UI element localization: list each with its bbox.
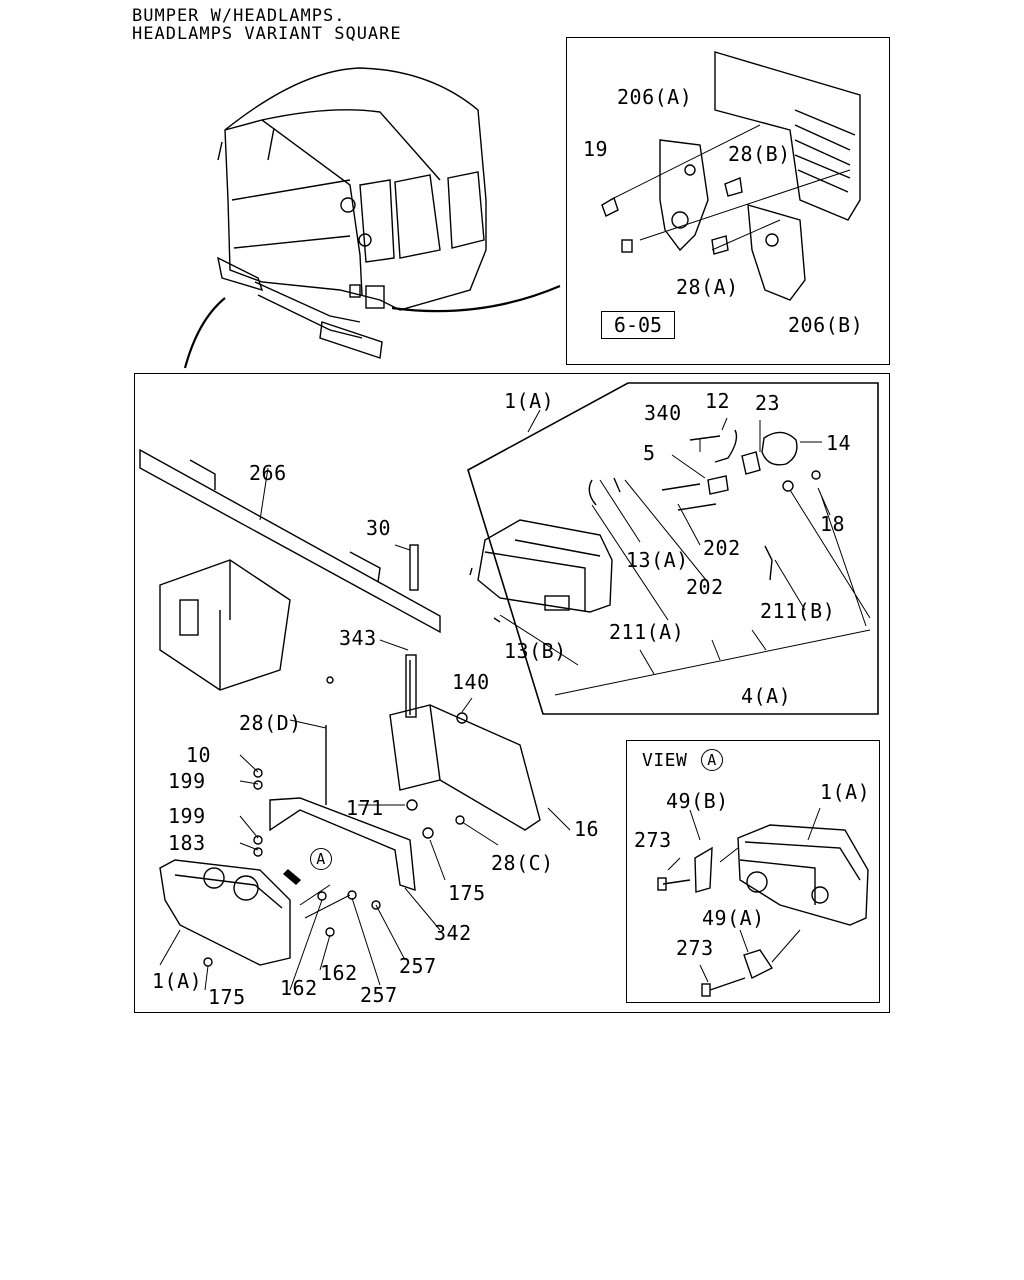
label-162-right: 162 [320, 961, 358, 985]
view-a-frame [626, 740, 880, 1003]
label-18: 18 [820, 512, 846, 536]
label-5: 5 [643, 441, 656, 465]
label-4a: 4(A) [741, 684, 792, 708]
label-199-lower: 199 [168, 804, 206, 828]
label-23: 23 [755, 391, 781, 415]
label-1a-exploded: 1(A) [504, 389, 555, 413]
label-199-upper: 199 [168, 769, 206, 793]
label-19: 19 [583, 137, 609, 161]
label-257-upper: 257 [399, 954, 437, 978]
diagram-title-line2: HEADLAMPS VARIANT SQUARE [132, 24, 402, 44]
label-342: 342 [434, 921, 472, 945]
reference-box-6-05: 6-05 [601, 311, 675, 339]
main-frame [134, 373, 890, 1013]
label-28a: 28(A) [676, 275, 739, 299]
top-inset-bracket-drawing [601, 51, 861, 301]
truck-cab-drawing [217, 67, 487, 359]
label-257-lower: 257 [360, 983, 398, 1007]
label-10: 10 [186, 743, 212, 767]
label-14: 14 [826, 431, 852, 455]
view-a-title: VIEW [642, 750, 688, 771]
label-343: 343 [339, 626, 377, 650]
label-171: 171 [346, 796, 384, 820]
label-1a-view: 1(A) [820, 780, 871, 804]
label-266: 266 [249, 461, 287, 485]
exploded-headlamp-drawing [467, 382, 879, 715]
label-16: 16 [574, 817, 600, 841]
label-30: 30 [366, 516, 392, 540]
label-49a: 49(A) [702, 906, 765, 930]
label-13a: 13(A) [626, 548, 689, 572]
label-202-upper: 202 [703, 536, 741, 560]
label-28b: 28(B) [728, 142, 791, 166]
label-1a-main: 1(A) [152, 969, 203, 993]
label-273-upper: 273 [634, 828, 672, 852]
view-a-drawing [657, 807, 869, 997]
label-202-lower: 202 [686, 575, 724, 599]
label-211b: 211(B) [760, 599, 836, 623]
label-140: 140 [452, 670, 490, 694]
label-49b: 49(B) [666, 789, 729, 813]
leader-curve-right [391, 284, 561, 313]
diagram-title-line1: BUMPER W/HEADLAMPS. [132, 6, 346, 26]
label-28d: 28(D) [239, 711, 302, 735]
label-273-lower: 273 [676, 936, 714, 960]
label-175-right: 175 [448, 881, 486, 905]
leader-curve-left [183, 297, 226, 369]
label-211a: 211(A) [609, 620, 685, 644]
view-a-marker-main: A [310, 848, 332, 870]
label-162-left: 162 [280, 976, 318, 1000]
view-a-marker: A [701, 749, 723, 771]
label-13b: 13(B) [504, 639, 567, 663]
label-175-left: 175 [208, 985, 246, 1009]
bumper-and-headlamp-drawing [139, 448, 571, 991]
label-12: 12 [705, 389, 731, 413]
label-183: 183 [168, 831, 206, 855]
label-28c: 28(C) [491, 851, 554, 875]
label-206b: 206(B) [788, 313, 864, 337]
label-340: 340 [644, 401, 682, 425]
inset-top-frame [566, 37, 890, 365]
label-206a: 206(A) [617, 85, 693, 109]
